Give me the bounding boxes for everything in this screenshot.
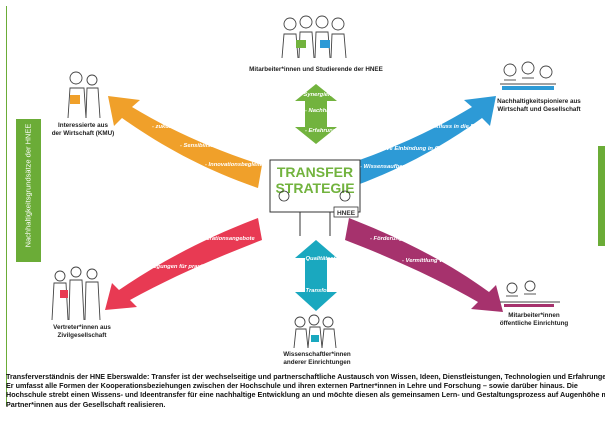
group-label-top-left-line-2: der Wirtschaft (KMU) (51, 129, 115, 137)
group-label-top-line-1: Mitarbeiter*innen und Studierende der HN… (249, 66, 383, 73)
group-label-bottom-left-line-2: Zivilgesellschaft (57, 331, 107, 339)
arrow-bottom-right: - Förderung der Regionalentwicklung - Ve… (345, 218, 503, 312)
arrow-top-text-1: - Synergien nutzen (300, 92, 352, 98)
center-illustration: TRANSFER STRATEGIE HNEE (269, 159, 361, 236)
arrow-top-right: - Ergebnisrückfluss in die Praxis - Akti… (345, 96, 496, 188)
people-illustration-top-left (67, 71, 101, 119)
people-illustration-bottom-right (500, 280, 560, 307)
group-label-top-left-line-1: Interessierte aus (57, 122, 109, 129)
group-label-bottom-left: Vertreter*innen aus Zivilgesellschaft (40, 324, 124, 339)
arrow-top-left-text-1: - zukunftsfähige Kooperationen (152, 124, 239, 130)
center-title-2: STRATEGIE (275, 180, 354, 196)
arrow-top-right-text-1: - Ergebnisrückfluss in die Praxis (398, 124, 489, 130)
center-title-1: TRANSFER (277, 164, 353, 180)
arrow-bottom-left-text-2: - Anregungen für praxisorientierte Frage… (140, 264, 281, 270)
arrow-top-left-text-3: - Innovationsbegleitung (205, 162, 271, 168)
center-badge: HNEE (337, 210, 356, 217)
group-label-bottom-right: Mitarbeiter*innen öffentliche Einrichtun… (484, 312, 584, 327)
right-side-bar (598, 146, 605, 246)
arrow-bottom-left-text-1: - Kooperationsangebote (188, 236, 255, 242)
caption-line-2: Er umfasst alle Formen der Kooperationsb… (6, 381, 578, 391)
people-illustration-top (281, 15, 347, 59)
group-label-bottom-right-line-1: Mitarbeiter*innen (508, 312, 560, 319)
arrow-bottom-right-text-2: - Vermittlung von Handlungswissen (402, 258, 501, 264)
arrow-bottom-text-2: - Transformative Wissenschaft (302, 288, 387, 294)
caption-line-1: Transferverständnis der HNE Eberswalde: … (6, 372, 605, 381)
arrow-bottom-right-text-1: - Förderung der Regionalentwicklung (370, 236, 473, 242)
arrow-top-left: - zukunftsfähige Kooperationen - Sensibi… (108, 96, 303, 188)
group-label-bottom-line-2: anderer Einrichtungen (283, 358, 351, 366)
arrow-bottom-left: - Kooperationsangebote - Anregungen für … (105, 218, 281, 310)
group-label-bottom-line-1: Wissenschaftler*innen (283, 351, 351, 358)
arrow-bottom-text-1: - Qualitätsstandards durch Transferforsc… (302, 256, 429, 262)
caption-line-3: Hochschule strebt einen Wissens- und Ide… (6, 390, 605, 400)
group-label-top-right-line-2: Wirtschaft und Gesellschaft (497, 105, 581, 113)
arrow-top-left-text-2: - Sensibilisierung für Nachhaltigkeitsth… (180, 143, 303, 149)
caption: Transferverständnis der HNE Eberswalde: … (6, 372, 605, 409)
group-label-bottom: Wissenschaftler*innen anderer Einrichtun… (262, 351, 372, 366)
people-illustration-bottom (293, 314, 337, 349)
group-label-top-left: Interessierte aus der Wirtschaft (KMU) (44, 122, 122, 137)
group-label-bottom-right-line-2: öffentliche Einrichtung (499, 319, 569, 327)
arrow-top-text-2: - Nachhaltige Forschung und Lehre (305, 108, 403, 114)
group-label-bottom-left-line-1: Vertreter*innen aus (53, 324, 111, 331)
caption-line-4: Partner*innen aus der Gesellschaft reali… (6, 399, 166, 409)
people-illustration-top-right (500, 61, 556, 90)
arrow-top-text-3: - Erfahrungs-austausch (305, 128, 371, 134)
group-label-top-right: Nachhaltigkeitspioniere aus Wirtschaft u… (484, 98, 594, 113)
left-border-line (6, 6, 7, 406)
group-label-top: Mitarbeiter*innen und Studierende der HN… (226, 66, 406, 74)
arrow-top-right-text-2: - Aktive Einbindung in (Mit)-Forschung (372, 146, 479, 152)
arrow-top: - Synergien nutzen - Nachhaltige Forschu… (295, 84, 403, 144)
group-label-top-right-line-1: Nachhaltigkeitspioniere aus (497, 98, 581, 105)
people-illustration-bottom-left (51, 266, 101, 321)
sidebar-banner: Nachhaltigkeitsgrundsätze der HNEE (16, 119, 41, 262)
arrow-top-right-text-3: - Wissensaufbereitung (360, 164, 423, 170)
arrow-bottom: - Qualitätsstandards durch Transferforsc… (295, 240, 429, 311)
